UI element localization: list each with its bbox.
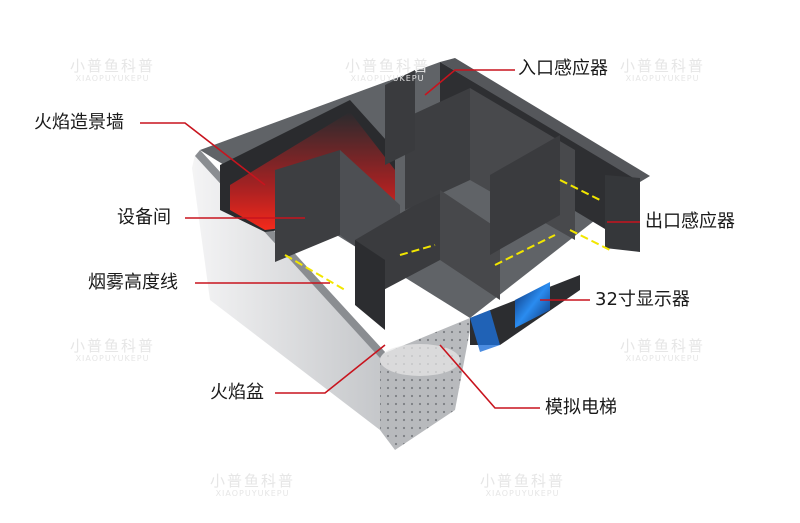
wall-e	[490, 135, 560, 255]
label-sim-elevator: 模拟电梯	[545, 397, 617, 418]
label-entrance-sensor: 入口感应器	[518, 58, 608, 79]
wall-a	[275, 150, 340, 262]
label-smoke-line: 烟雾高度线	[88, 272, 178, 293]
flame-basin	[380, 344, 460, 376]
back-wall-top	[440, 58, 650, 182]
wall-d	[440, 190, 500, 300]
wall-b-front	[355, 240, 385, 330]
label-flame-wall: 火焰造景墙	[34, 112, 124, 133]
leader-lines	[140, 69, 640, 409]
smoke-lines	[284, 179, 611, 291]
wall-f	[385, 70, 415, 165]
leader-entrance	[424, 69, 515, 96]
shell-left-side	[192, 150, 385, 430]
label-equipment-room: 设备间	[117, 207, 171, 228]
wall-c	[405, 88, 470, 210]
display-screen	[515, 282, 550, 328]
label-display: 32寸显示器	[595, 289, 690, 310]
exit-pillar	[605, 175, 640, 252]
label-exit-sensor: 出口感应器	[645, 211, 735, 232]
leader-elevator	[439, 344, 540, 409]
elevator-stripe	[470, 310, 500, 352]
label-flame-basin: 火焰盆	[210, 382, 264, 403]
leader-basin	[275, 344, 386, 394]
leader-flame-wall	[140, 122, 266, 186]
shell-front-panel	[380, 318, 470, 450]
